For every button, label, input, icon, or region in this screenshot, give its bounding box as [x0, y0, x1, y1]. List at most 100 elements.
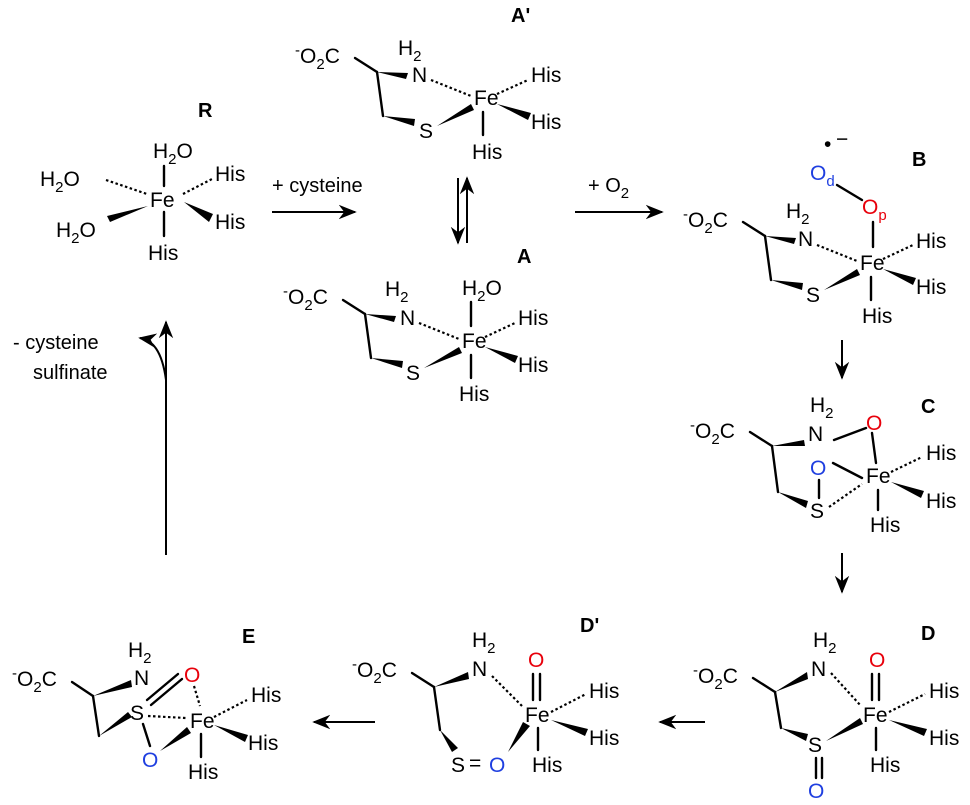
E-wedge-s — [99, 712, 132, 736]
R-his-1: His — [215, 163, 245, 186]
A-wedge-his — [485, 347, 518, 363]
A-bond-1 — [341, 298, 367, 316]
R-h2o-left-top: H2O — [40, 168, 80, 196]
A-his-3: His — [459, 383, 489, 406]
D-carboxylate: -O2C — [693, 662, 738, 693]
B-bond-o-o — [835, 183, 864, 202]
label-D: D — [921, 623, 935, 645]
label-A: A — [517, 246, 531, 268]
complex-D: D -O2C H2 N O Fe His His His S O — [693, 623, 959, 803]
text-add-o2: + O2 — [588, 175, 629, 202]
C-o-red: O — [866, 412, 882, 435]
Ap-n: N — [412, 64, 427, 87]
D-his-1: His — [929, 680, 959, 703]
Ap-h2: H2 — [398, 37, 422, 65]
E-fe: Fe — [190, 710, 215, 733]
E-o-blue: O — [142, 749, 158, 772]
Dp-hash-n — [491, 675, 523, 707]
E-o-red: O — [184, 664, 200, 687]
A-wedge-n — [365, 314, 396, 322]
E-bond-2 — [91, 694, 101, 738]
B-n: N — [798, 228, 813, 251]
B-wedge-s — [771, 280, 803, 290]
R-wedge-left — [107, 206, 148, 222]
Dp-his-3: His — [532, 754, 562, 777]
Ap-fe: Fe — [474, 87, 499, 110]
Dp-wedge-fe-o — [508, 722, 530, 752]
Dp-wedge-n — [434, 672, 469, 687]
C-bond-2 — [770, 444, 780, 494]
Dp-his-2: His — [589, 727, 619, 750]
R-hash-right — [182, 178, 213, 195]
C-wedge-n — [772, 440, 805, 446]
B-op: Op — [862, 196, 887, 224]
C-bond-o-fe — [870, 431, 878, 465]
A-hash-his — [484, 322, 516, 338]
Ap-wedge-fe-s — [437, 104, 474, 126]
D-n: N — [811, 658, 826, 681]
B-carboxylate: -O2C — [683, 206, 728, 237]
label-E: E — [242, 626, 255, 648]
Ap-his-3: His — [472, 141, 502, 164]
B-fe: Fe — [860, 252, 885, 275]
D-wedge-s — [781, 728, 808, 741]
C-his-3: His — [870, 514, 900, 537]
Dp-wedge-s — [440, 730, 458, 752]
D-bond-1 — [751, 676, 777, 694]
A-carboxylate: -O2C — [283, 283, 328, 314]
Ap-carboxylate: -O2C — [295, 42, 340, 73]
C-hash-his — [890, 456, 923, 473]
E-carboxylate: -O2C — [12, 665, 57, 696]
R-h2o-left-bottom: H2O — [56, 219, 96, 247]
Dp-bond-2 — [432, 685, 442, 732]
equilibrium-arrows — [450, 176, 475, 245]
text-add-cysteine: + cysteine — [272, 175, 363, 197]
C-his-2: His — [926, 490, 956, 513]
E-bond-so-2 — [149, 677, 184, 707]
R-wedge-right — [184, 202, 213, 222]
complex-B: B • − Od Op -O2C H2 N S Fe His His His — [683, 128, 946, 328]
E-wedge-his — [214, 725, 248, 742]
D-h2: H2 — [813, 629, 837, 657]
Ap-his-2: His — [531, 111, 561, 134]
arrow-release-sulfinate: - cysteine sulfinate — [13, 320, 174, 555]
arrow-add-o2: + O2 — [575, 175, 664, 220]
A-fe: Fe — [462, 330, 487, 353]
complex-R: R H2O H2O H2O Fe His His His — [40, 100, 245, 265]
B-od: Od — [810, 162, 835, 190]
E-dash-o-fe — [192, 685, 202, 707]
C-bond-1 — [748, 430, 774, 448]
E-bond-so-1 — [145, 672, 180, 702]
R-his-2: His — [215, 211, 245, 234]
Dp-s: S — [451, 754, 465, 777]
D-o-red: O — [869, 649, 885, 672]
B-bond-1 — [741, 220, 767, 238]
B-radical-dot: • — [824, 133, 831, 156]
R-his-3: His — [148, 242, 178, 265]
A-s: S — [406, 362, 420, 385]
D-hash-n — [830, 672, 862, 707]
B-his-3: His — [862, 305, 892, 328]
B-radical-minus: − — [836, 128, 848, 151]
E-his-3: His — [188, 761, 218, 784]
D-wedge-n — [775, 672, 808, 692]
Dp-h2: H2 — [472, 629, 496, 657]
D-his-2: His — [929, 727, 959, 750]
E-s: S — [130, 702, 144, 725]
R-fe: Fe — [150, 189, 175, 212]
A-his-2: His — [518, 354, 548, 377]
Ap-hash-n — [430, 78, 472, 98]
complex-A-prime: A' -O2C H2 N S Fe His His His — [295, 5, 561, 164]
Dp-o-red: O — [528, 649, 544, 672]
complex-E: E -O2C H2 N O S Fe O His His His — [12, 626, 281, 784]
R-h2o-top: H2O — [153, 140, 193, 168]
Ap-hash-his — [496, 78, 529, 96]
text-release-1: - cysteine — [13, 332, 99, 354]
B-his-2: His — [916, 276, 946, 299]
complex-A: A -O2C H2 N S Fe H2O His His His — [283, 246, 548, 406]
A-wedge-s — [371, 358, 403, 368]
R-hash-left — [105, 178, 148, 196]
E-h2: H2 — [128, 639, 152, 667]
E-hash-his — [213, 699, 248, 718]
